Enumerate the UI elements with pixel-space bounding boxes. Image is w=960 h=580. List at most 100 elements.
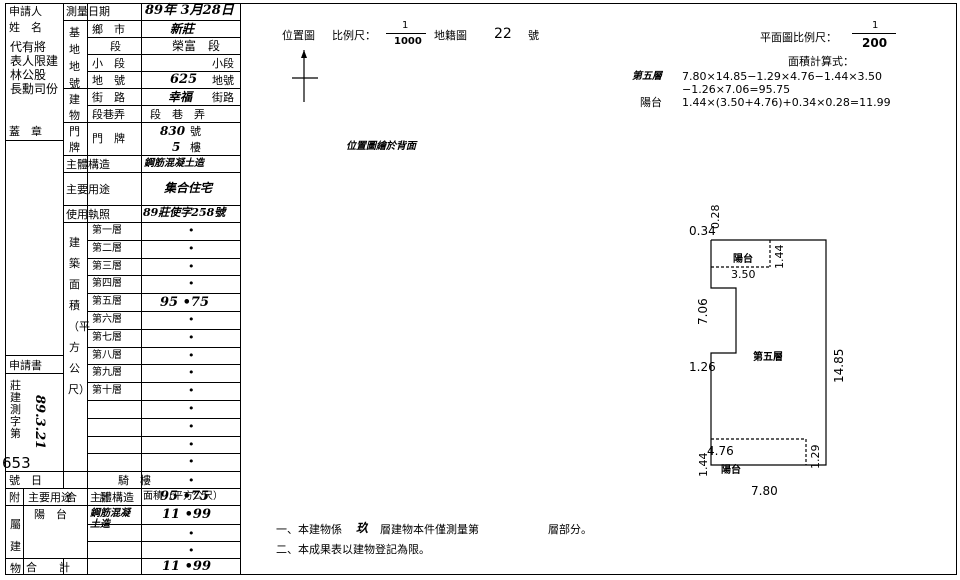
door-value: 830 — [160, 124, 186, 138]
floor-area-value: • — [188, 455, 195, 468]
calc-title: 面積計算式： — [788, 55, 854, 68]
structure-value: 鋼筋混凝土造 — [144, 158, 204, 169]
landno-label: 地 號 — [92, 74, 125, 87]
city-value: 新莊 — [170, 22, 195, 36]
floor-plan-scale-den: 200 — [862, 36, 888, 50]
calc-floor-label: 第五層 — [632, 71, 662, 82]
floor-name: 第六層 — [92, 314, 122, 325]
attached-structure: 鋼筋混凝土造 — [90, 508, 130, 530]
dim-350: 3.50 — [731, 268, 756, 281]
attached-header-b: 主要用途 — [28, 491, 72, 504]
dim-1485: 14.85 — [832, 349, 846, 383]
note-1a: 一、本建物係 — [276, 523, 342, 536]
location-map-scale-label: 比例尺： — [332, 29, 376, 42]
location-map-scale-num: 1 — [402, 20, 409, 31]
attached-header-d: 面積（平方公尺） — [143, 491, 223, 502]
floor-area-value: • — [188, 260, 195, 273]
attached-area-2: • — [188, 527, 195, 540]
attached-side-label: 屬建物 — [10, 518, 21, 575]
floor-name: 第七層 — [92, 332, 122, 343]
area-total-value: 95 •75 — [160, 489, 210, 504]
floor-name: 第八層 — [92, 350, 122, 361]
balcony-top-label: 陽台 — [733, 252, 753, 265]
attached-header-c: 主體構造 — [90, 491, 134, 504]
dim-129: 1.29 — [809, 445, 822, 470]
attached-area-3: • — [188, 544, 195, 557]
application-text: 莊建測字第 — [10, 379, 21, 440]
floor-area-value: • — [188, 224, 195, 237]
section-label: 段 — [110, 40, 121, 53]
floor-label: 第五層 — [753, 350, 783, 363]
dim-476: 4.76 — [707, 444, 734, 458]
location-map-scale-den: 1000 — [394, 36, 422, 47]
door-label: 門 牌 — [92, 132, 125, 145]
building-location-group-label: 建物門牌 — [69, 93, 80, 154]
floor-area-value: 95 •75 — [160, 295, 210, 310]
application-number: 653 — [2, 454, 31, 472]
attached-total-label: 合 計 — [26, 561, 70, 574]
structure-label: 主體構造 — [66, 158, 110, 171]
area-group-label: 建築面積（平方公尺） — [68, 236, 90, 396]
door-unit: 號 — [190, 125, 201, 138]
balcony-bottom-label: 陽台 — [721, 463, 741, 476]
calc-balcony-label: 陽台 — [640, 96, 662, 109]
city-label: 鄉 市 — [92, 23, 125, 36]
floor-area-value: • — [188, 420, 195, 433]
note-1c: 層建物本件僅測量第 — [380, 523, 479, 536]
floor-area-value: • — [188, 438, 195, 451]
attached-total-value: 11 •99 — [162, 559, 212, 574]
area-total-label: 合 計 — [66, 491, 110, 504]
survey-date-label: 測量日期 — [66, 5, 110, 18]
usage-value: 集合住宅 — [164, 181, 213, 195]
floor-area-value: • — [188, 366, 195, 379]
name-label: 姓 名 — [9, 21, 42, 34]
dim-780: 7.80 — [751, 484, 778, 498]
dim-126: 1.26 — [689, 360, 716, 374]
floor-value: 5 — [172, 140, 181, 154]
application-date-stamp: 89.3.21 — [32, 395, 47, 450]
dim-144b: 1.44 — [697, 453, 710, 478]
calc-floor-1: 7.80×14.85−1.29×4.76−1.44×3.50 — [682, 70, 883, 83]
floor-area-value: • — [188, 402, 195, 415]
floor-area-value: • — [188, 242, 195, 255]
note-1d: 層部分。 — [548, 523, 592, 536]
north-arrow-icon — [292, 50, 318, 102]
application-label: 申請書 — [9, 359, 42, 372]
floor-area-value: • — [188, 331, 195, 344]
calc-floor-2: −1.26×7.06=95.75 — [682, 83, 791, 96]
dim-706: 7.06 — [696, 298, 710, 325]
note-2: 二、本成果表以建物登記為限。 — [276, 543, 430, 556]
arcade-label: 騎 樓 — [118, 474, 151, 487]
floor-name: 第一層 — [92, 225, 122, 236]
street-unit: 街路 — [212, 91, 234, 104]
floor-name: 第九層 — [92, 367, 122, 378]
license-value: 89莊使字258號 — [143, 206, 226, 219]
seal-label: 蓋 章 — [9, 125, 42, 138]
survey-date-value: 89年 3月28日 — [145, 3, 234, 18]
usage-label: 主要用途 — [66, 183, 110, 196]
landno-value: 625 — [170, 72, 198, 87]
dim-028: 0.28 — [709, 205, 722, 229]
location-map-note: 位置圖繪於背面 — [346, 141, 416, 152]
attached-header-a: 附 — [9, 491, 20, 504]
application-suffix: 號 日 — [9, 474, 42, 487]
landno-unit: 地號 — [212, 74, 234, 87]
section-value: 榮富 段 — [172, 39, 221, 53]
note-1b: 玖 — [356, 521, 369, 535]
applicant-label: 申請人 — [9, 5, 42, 18]
attached-area: 11 •99 — [162, 507, 212, 522]
dim-034: 0.34 — [689, 224, 716, 238]
base-land-group-label: 基地地號 — [69, 26, 80, 90]
floor-plan-scale-num: 1 — [872, 20, 879, 31]
street-label: 街 路 — [92, 91, 125, 104]
floor-name: 第十層 — [92, 385, 122, 396]
cadastral-no: 22 — [494, 26, 512, 42]
lane-label: 段巷弄 — [92, 108, 125, 121]
cadastral-label: 地籍圖 — [434, 29, 467, 42]
floor-plan-drawing: 0.34 0.28 1.44 陽台 3.50 7.06 1.26 第五層 14.… — [689, 205, 846, 498]
license-label: 使用執照 — [66, 208, 110, 221]
cadastral-unit: 號 — [528, 29, 539, 42]
floor-name: 第五層 — [92, 296, 122, 307]
subsection-label: 小 段 — [92, 57, 125, 70]
floor-area-value: • — [188, 384, 195, 397]
